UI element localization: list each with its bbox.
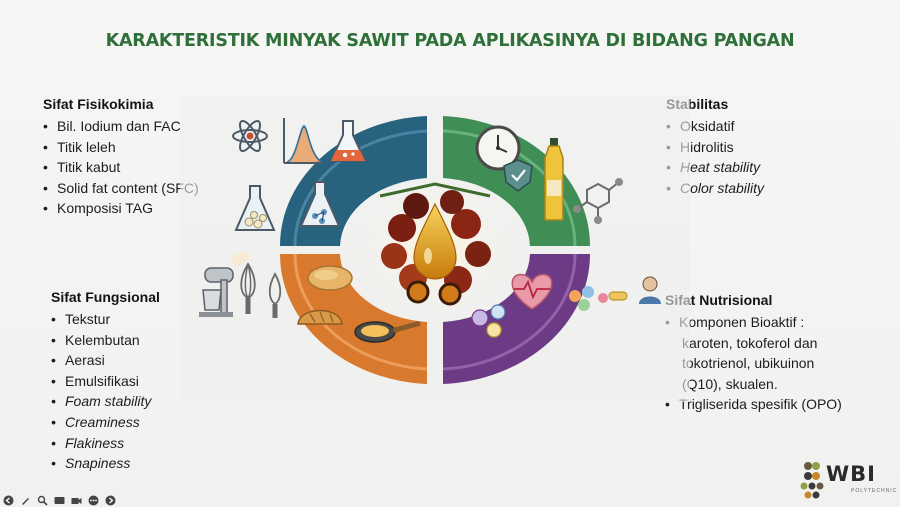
whisk-icon xyxy=(232,251,256,314)
list-item: Komposisi TAG xyxy=(43,198,199,219)
bullet-list: Tekstur Kelembutan Aerasi Emulsifikasi F… xyxy=(51,309,160,474)
presentation-toolbar xyxy=(0,493,133,507)
quadrant-nutrisional xyxy=(443,254,591,384)
list-item: Aerasi xyxy=(51,350,160,371)
flask-icon xyxy=(329,120,367,162)
clock-icon xyxy=(475,125,521,171)
wbi-logo xyxy=(800,462,824,499)
camera-icon[interactable] xyxy=(71,495,82,506)
oil-bottle-icon xyxy=(544,138,564,221)
next-slide-button[interactable] xyxy=(105,495,116,506)
flask-icon xyxy=(299,181,341,227)
chart-peak-icon xyxy=(283,118,324,164)
shield-icon xyxy=(503,159,533,192)
bread-icon xyxy=(307,265,353,291)
bullet-list: Bil. Iodium dan FAC Titik leleh Titik ka… xyxy=(43,116,199,219)
list-item: Titik leleh xyxy=(43,137,199,158)
molecule-icon xyxy=(573,178,623,224)
panel-nutrisional: Sifat Nutrisional Komponen Bioaktif : ka… xyxy=(665,292,842,415)
bullet-list: Oksidatif Hidrolitis Heat stability Colo… xyxy=(666,116,764,198)
mixer-icon xyxy=(199,267,234,317)
list-item: Creaminess xyxy=(51,412,160,433)
prev-slide-button[interactable] xyxy=(3,495,14,506)
logo-text: WBI xyxy=(826,462,876,486)
list-item: Trigliserida spesifik (OPO) xyxy=(665,394,842,415)
panel-fisikokimia: Sifat Fisikokimia Bil. Iodium dan FAC Ti… xyxy=(43,96,199,219)
panel-heading: Sifat Fisikokimia xyxy=(43,96,154,112)
list-item: Emulsifikasi xyxy=(51,371,160,392)
person-icon xyxy=(639,276,661,304)
oil-drop-icon xyxy=(413,202,457,280)
pan-icon xyxy=(354,321,421,343)
panel-heading: Sifat Nutrisional xyxy=(665,292,773,308)
list-item: Tekstur xyxy=(51,309,160,330)
list-item: Foam stability xyxy=(51,391,160,412)
list-item-continuation: tokotrienol, ubikuinon xyxy=(682,355,815,372)
captions-icon[interactable] xyxy=(54,495,65,506)
vitamin-capsule-icon xyxy=(569,286,628,311)
pen-icon[interactable] xyxy=(20,495,31,506)
list-item: Kelembutan xyxy=(51,330,160,351)
quadrant-graphic xyxy=(180,96,690,402)
flask-icon xyxy=(234,185,276,231)
logo-subtext: POLYTECHNIC xyxy=(851,488,898,494)
heart-pulse-icon xyxy=(511,273,553,310)
list-item: Komponen Bioaktif : xyxy=(665,312,842,333)
zoom-icon[interactable] xyxy=(37,495,48,506)
bread-icon xyxy=(297,309,343,325)
panel-heading: Sifat Fungsional xyxy=(51,289,160,305)
slide-title: KARAKTERISTIK MINYAK SAWIT PADA APLIKASI… xyxy=(105,31,795,51)
list-item-continuation: (Q10), skualen. xyxy=(682,375,778,392)
atom-icon xyxy=(232,119,268,153)
list-item: Snapiness xyxy=(51,453,160,474)
list-item: Titik kabut xyxy=(43,157,199,178)
vitamin-capsule-icon xyxy=(471,304,506,338)
bullet-list: Komponen Bioaktif : karoten, tokoferol d… xyxy=(665,312,842,415)
panel-fungsional: Sifat Fungsional Tekstur Kelembutan Aera… xyxy=(51,289,160,474)
whisk-icon xyxy=(268,272,282,318)
palm-fruit-icon xyxy=(379,182,491,306)
list-item-continuation: karoten, tokoferol dan xyxy=(682,334,818,351)
list-item: Flakiness xyxy=(51,433,160,454)
list-item: Solid fat content (SFC) xyxy=(43,178,199,199)
list-item: Bil. Iodium dan FAC xyxy=(43,116,199,137)
more-icon[interactable] xyxy=(88,495,99,506)
